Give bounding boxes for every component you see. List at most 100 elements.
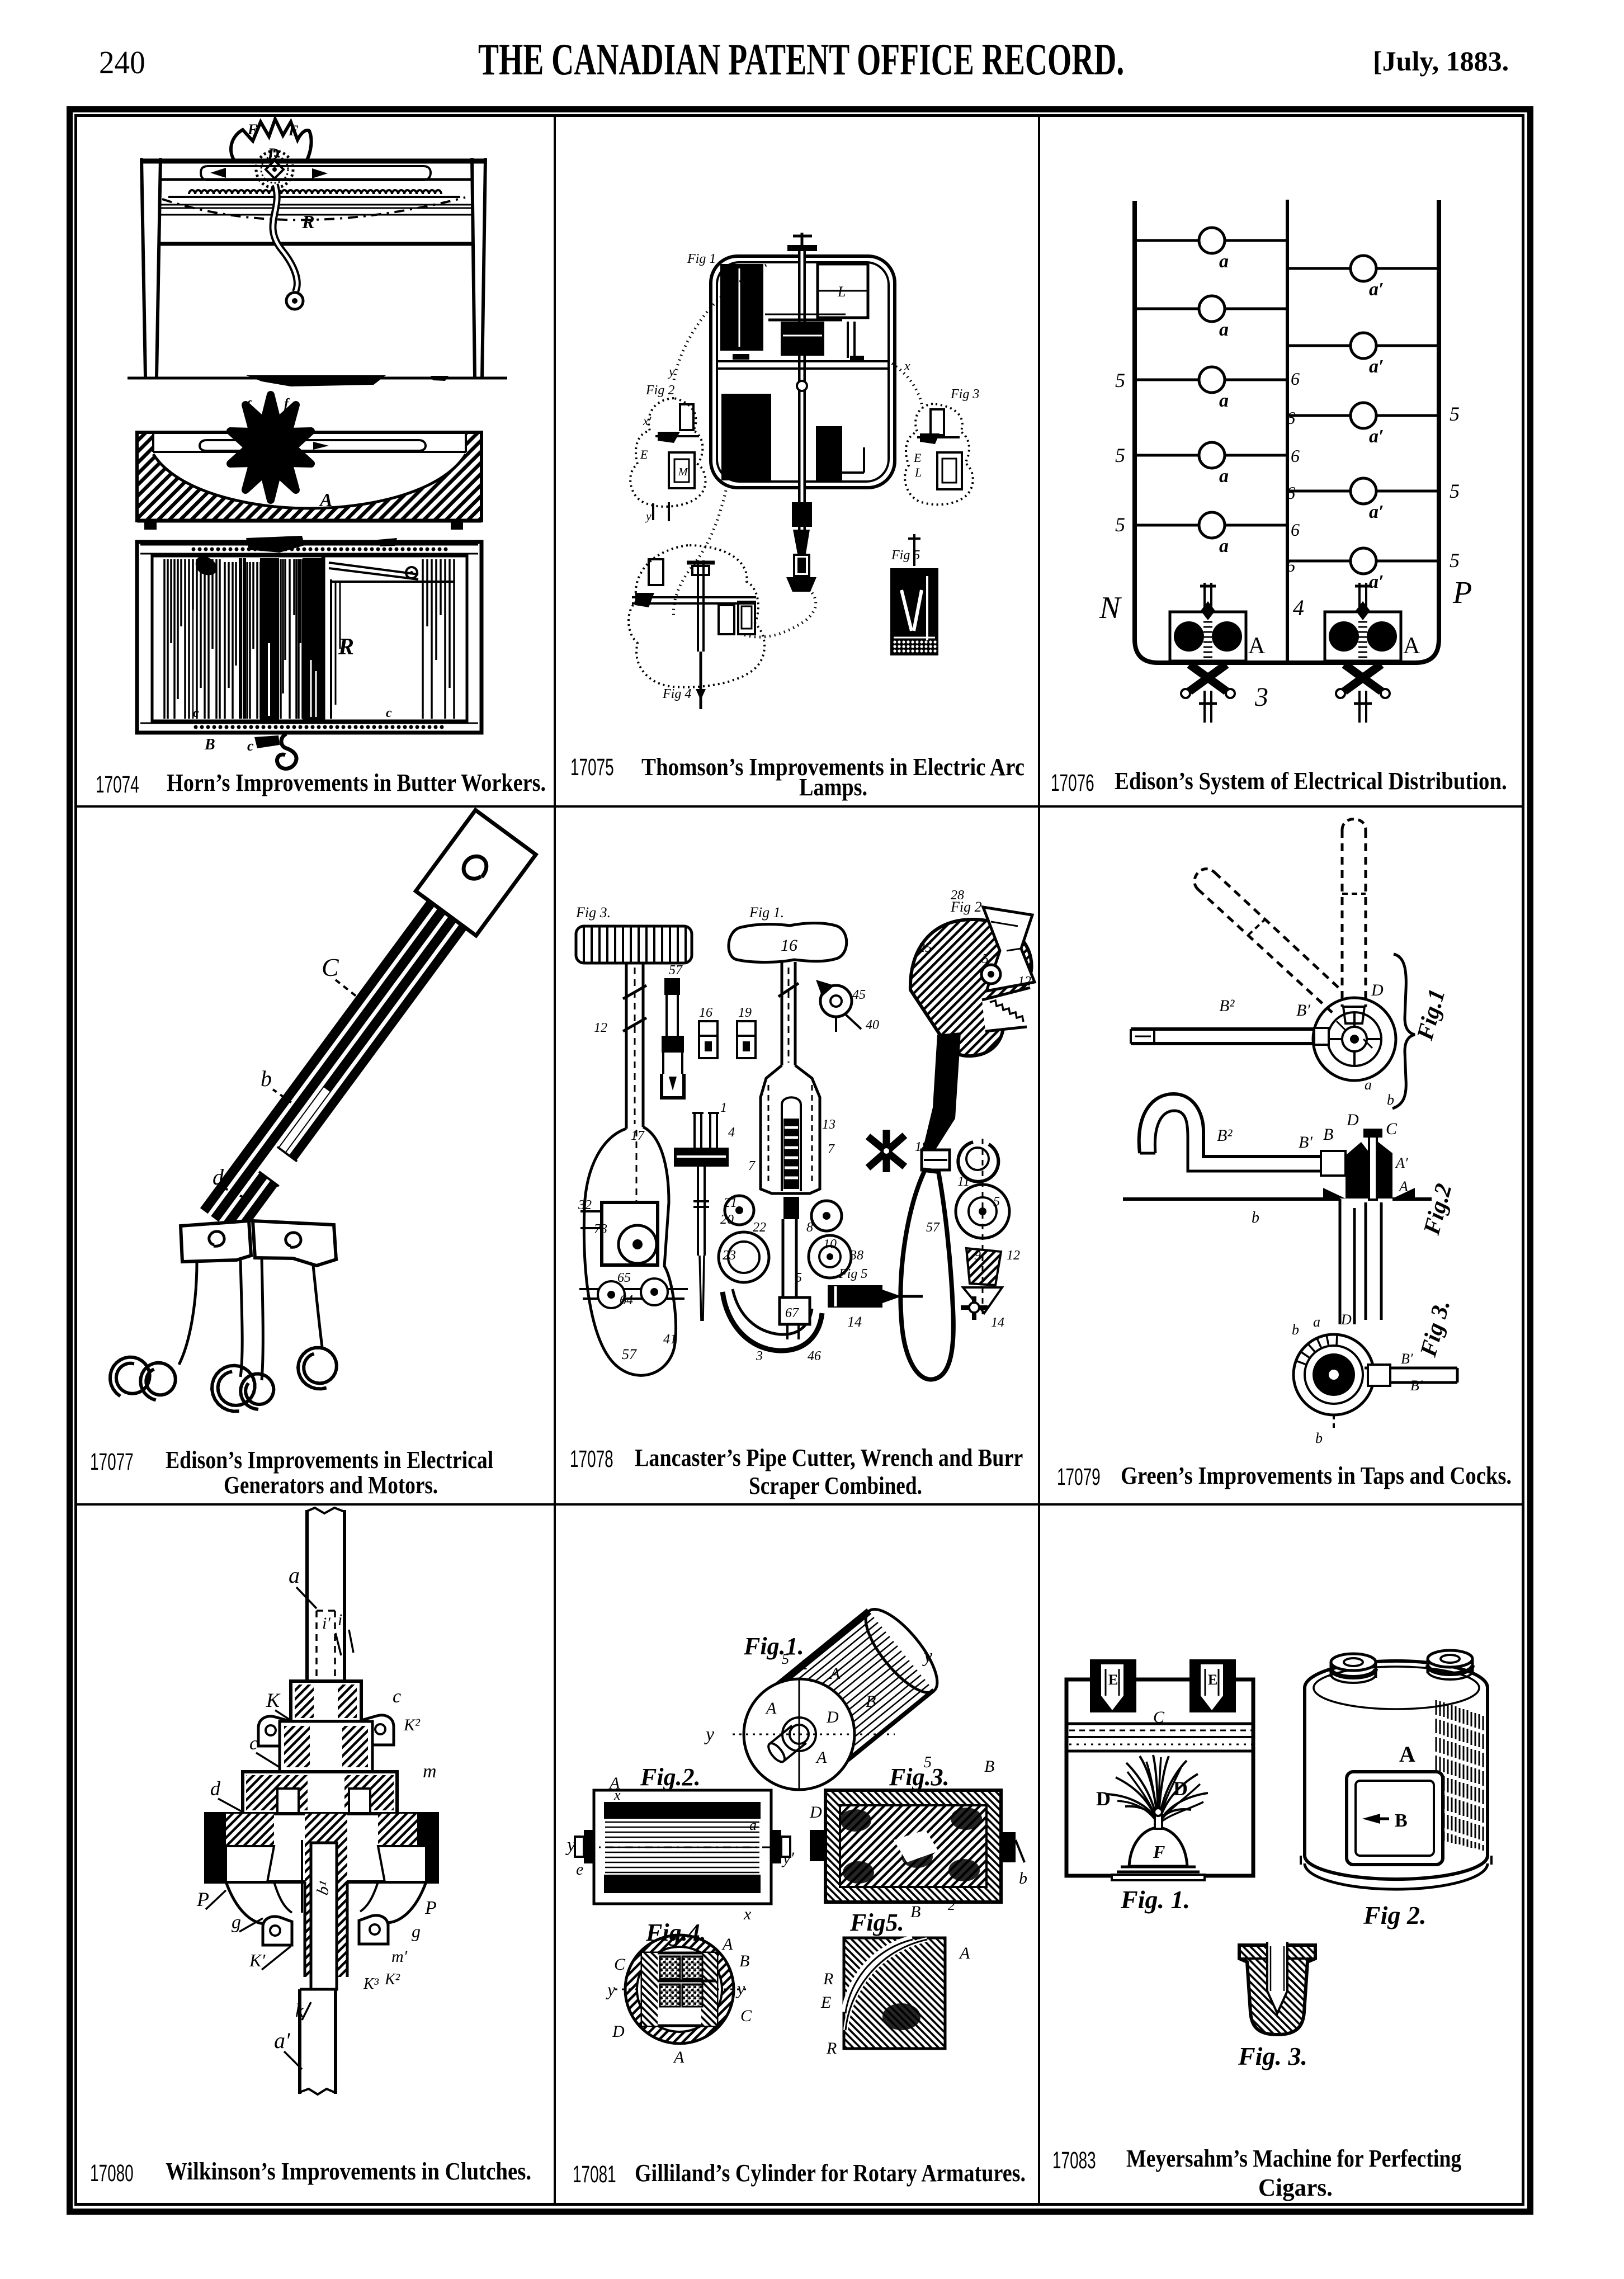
- svg-text:6: 6: [1286, 483, 1295, 503]
- svg-text:57: 57: [622, 1346, 637, 1362]
- svg-text:14: 14: [991, 1315, 1004, 1330]
- svg-text:6: 6: [1291, 446, 1300, 466]
- svg-text:A: A: [721, 1935, 733, 1954]
- svg-text:D: D: [267, 145, 280, 163]
- svg-text:c: c: [393, 1686, 401, 1707]
- svg-text:D: D: [1173, 1777, 1188, 1800]
- svg-text:i′: i′: [322, 1614, 331, 1632]
- svg-text:y: y: [922, 1646, 933, 1667]
- svg-text:g: g: [232, 1912, 241, 1933]
- svg-text:3: 3: [1254, 682, 1268, 712]
- svg-text:a: a: [1313, 1314, 1320, 1330]
- svg-text:Fig. 3.: Fig. 3.: [1238, 2042, 1307, 2070]
- svg-text:65: 65: [617, 1271, 631, 1285]
- svg-text:22: 22: [753, 1220, 766, 1235]
- svg-text:Fig 4: Fig 4: [662, 687, 691, 701]
- svg-text:a′: a′: [1369, 572, 1384, 592]
- svg-text:B′: B′: [1401, 1351, 1413, 1367]
- svg-text:7: 7: [748, 1159, 756, 1173]
- svg-text:a: a: [1365, 1077, 1372, 1093]
- svg-text:46: 46: [808, 1349, 821, 1363]
- svg-text:a: a: [749, 1817, 757, 1833]
- svg-text:Fig 1.: Fig 1.: [749, 904, 784, 921]
- svg-text:P: P: [196, 1888, 209, 1910]
- svg-text:m: m: [423, 1761, 437, 1782]
- svg-text:D: D: [1346, 1111, 1359, 1129]
- svg-text:B′: B′: [1410, 1377, 1423, 1394]
- svg-text:5: 5: [1115, 513, 1125, 536]
- svg-text:C: C: [322, 953, 339, 982]
- svg-text:E: E: [913, 451, 922, 465]
- svg-text:16: 16: [781, 936, 797, 955]
- svg-text:m′: m′: [391, 1947, 408, 1966]
- svg-text:K′: K′: [249, 1950, 266, 1970]
- svg-text:23: 23: [723, 1248, 736, 1263]
- svg-text:a: a: [1219, 390, 1229, 411]
- svg-text:b: b: [1387, 1092, 1394, 1108]
- svg-text:B²: B²: [1219, 997, 1235, 1015]
- svg-text:y′: y′: [781, 1849, 794, 1867]
- svg-text:14: 14: [847, 1314, 862, 1330]
- svg-text:Fig 5: Fig 5: [838, 1267, 867, 1281]
- svg-text:a′: a′: [1369, 502, 1384, 522]
- svg-text:Fig. 1.: Fig. 1.: [1120, 1885, 1190, 1914]
- svg-text:Fig 1: Fig 1: [687, 252, 716, 266]
- svg-text:38: 38: [849, 1248, 863, 1263]
- svg-text:f: f: [284, 397, 290, 411]
- svg-text:E: E: [1108, 1672, 1118, 1688]
- svg-text:y: y: [606, 1979, 616, 1999]
- svg-text:10: 10: [823, 1237, 837, 1252]
- svg-text:a′: a′: [274, 2028, 291, 2053]
- svg-text:5: 5: [993, 1195, 1000, 1209]
- svg-text:Fig.3.: Fig.3.: [889, 1763, 950, 1791]
- svg-text:5: 5: [1115, 369, 1125, 391]
- svg-text:a′: a′: [1369, 279, 1384, 300]
- svg-text:x: x: [904, 359, 910, 374]
- svg-text:16: 16: [699, 1006, 712, 1020]
- svg-text:a′: a′: [1369, 426, 1384, 447]
- svg-text:Fig5.: Fig5.: [849, 1909, 904, 1936]
- svg-text:B: B: [984, 1757, 994, 1776]
- svg-text:a′: a′: [1369, 356, 1384, 377]
- svg-text:c: c: [193, 706, 199, 720]
- svg-text:A: A: [673, 2048, 684, 2066]
- svg-text:A: A: [319, 490, 333, 511]
- svg-text:B: B: [1395, 1810, 1408, 1831]
- svg-text:12: 12: [1007, 1248, 1020, 1263]
- svg-text:A: A: [829, 1664, 841, 1683]
- svg-text:b: b: [1292, 1322, 1299, 1338]
- svg-text:D: D: [612, 2022, 625, 2041]
- svg-text:M: M: [678, 466, 688, 478]
- svg-text:y': y': [645, 509, 654, 523]
- svg-text:6: 6: [1291, 369, 1300, 389]
- svg-text:B′: B′: [1299, 1133, 1313, 1152]
- svg-text:K²: K²: [384, 1971, 400, 1988]
- svg-text:2: 2: [948, 1897, 955, 1913]
- svg-text:18: 18: [915, 1140, 928, 1154]
- svg-text:9: 9: [974, 1248, 981, 1263]
- svg-text:d: d: [213, 1164, 224, 1190]
- svg-text:13: 13: [822, 1117, 835, 1132]
- svg-text:N: N: [1099, 591, 1122, 625]
- svg-text:4: 4: [728, 1125, 735, 1140]
- svg-text:B²: B²: [1217, 1126, 1233, 1145]
- svg-text:A: A: [1403, 633, 1420, 659]
- svg-text:6: 6: [1291, 520, 1300, 540]
- svg-text:Fig.4.: Fig.4.: [645, 1919, 706, 1946]
- svg-text:C: C: [1386, 1120, 1398, 1138]
- svg-text:D: D: [1340, 1311, 1352, 1328]
- svg-text:Fig 5: Fig 5: [891, 548, 920, 563]
- svg-text:K³: K³: [363, 1975, 379, 1993]
- svg-text:57: 57: [926, 1220, 940, 1235]
- svg-text:C: C: [614, 1955, 626, 1974]
- svg-text:k: k: [295, 2000, 304, 2021]
- svg-text:R: R: [826, 2039, 837, 2058]
- svg-text:P: P: [1452, 575, 1472, 610]
- svg-text:20: 20: [720, 1212, 734, 1227]
- svg-text:R: R: [301, 212, 315, 233]
- svg-text:f: f: [246, 399, 252, 413]
- svg-text:b: b: [261, 1066, 272, 1091]
- svg-text:12: 12: [594, 1021, 607, 1035]
- svg-text:64: 64: [620, 1293, 633, 1308]
- svg-text:4: 4: [1293, 595, 1304, 620]
